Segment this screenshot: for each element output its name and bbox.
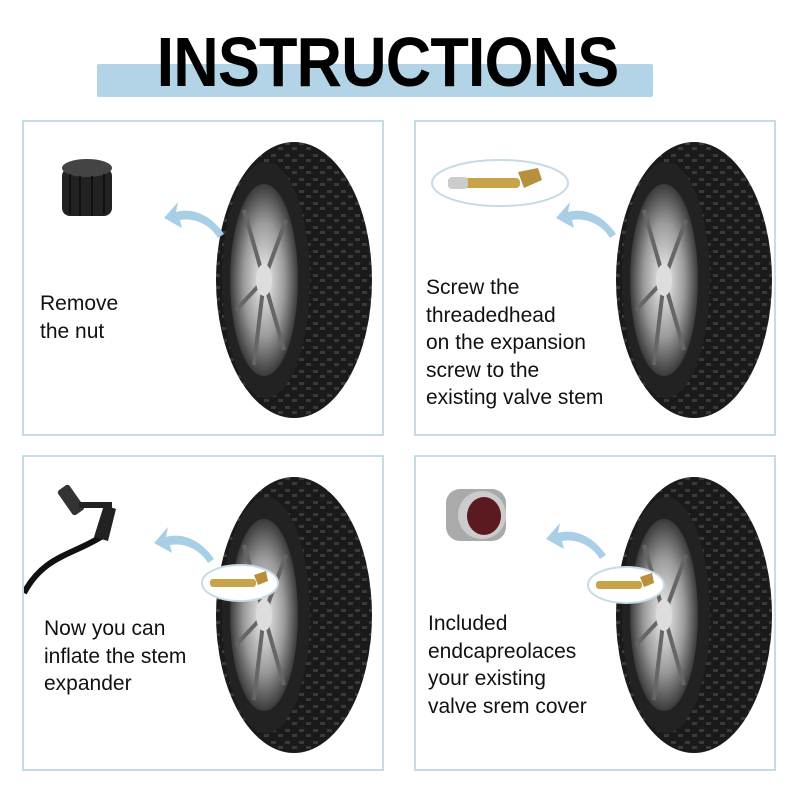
tire-icon [214,475,374,755]
step-text-line: on the expansion [426,331,586,354]
step-text-line: expander [44,672,132,695]
tire-icon [614,140,774,420]
tire-icon [614,475,774,755]
page-title: INSTRUCTIONS [156,23,620,101]
curved-arrow-icon [164,202,224,238]
valve-extender-icon [431,159,569,207]
step-text-line: inflate the stem [44,644,187,668]
valve-cap-icon [62,159,112,216]
title-highlight-band [97,64,653,97]
step-text-line: endcapreolaces [428,639,577,663]
step-text-line: threadedhead [426,303,556,327]
step-text-line: screw to the [426,358,540,382]
curved-arrow-icon [154,527,214,563]
step-text-line: your existing [428,667,546,690]
metal-end-cap-icon [446,489,506,541]
air-pump-chuck-icon [24,484,116,595]
step-text-line: Screw the [426,276,520,299]
step-4-text: Included endcapreolaces your existing va… [428,610,587,720]
step-text-line: Remove [40,292,119,315]
step-text-line: Now you can [44,617,166,640]
valve-extender-icon [587,566,665,604]
step-2-text: Screw the threadedhead on the expansion … [426,274,603,412]
step-text-line: Included [428,612,508,635]
step-3-panel: Now you can inflate the stem expander [22,455,384,771]
step-1-text: Remove the nut [40,290,118,345]
step-2-panel: Screw the threadedhead on the expansion … [414,120,776,436]
curved-arrow-icon [546,523,606,559]
step-4-panel: Included endcapreolaces your existing va… [414,455,776,771]
step-3-text: Now you can inflate the stem expander [44,615,186,698]
step-text-line: valve srem cover [428,694,587,718]
tire-icon [214,140,374,420]
step-text-line: the nut [40,319,105,343]
valve-extender-icon [201,564,279,602]
step-1-panel: Remove the nut [22,120,384,436]
step-text-line: existing valve stem [426,386,604,409]
